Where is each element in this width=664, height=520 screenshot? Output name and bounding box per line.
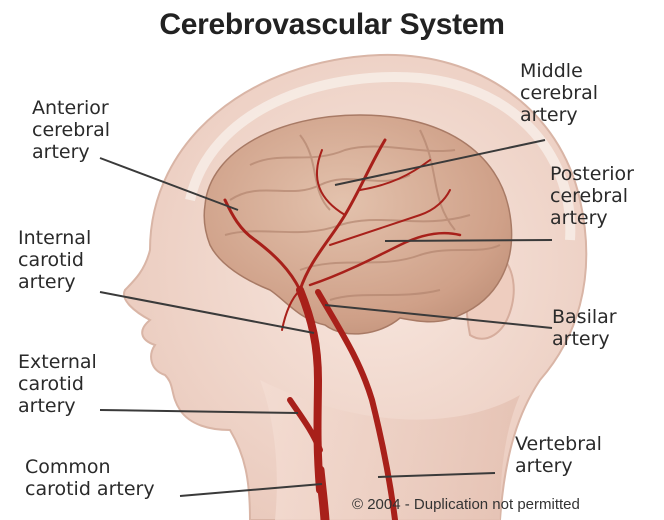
label-middle-cerebral-artery: Middle cerebral artery <box>520 60 598 126</box>
copyright-notice: © 2004 - Duplication not permitted <box>352 496 580 513</box>
label-external-carotid-artery: External carotid artery <box>18 351 97 417</box>
label-basilar-artery: Basilar artery <box>552 306 617 350</box>
label-anterior-cerebral-artery: Anterior cerebral artery <box>32 97 110 163</box>
label-common-carotid-artery: Common carotid artery <box>25 456 155 500</box>
label-internal-carotid-artery: Internal carotid artery <box>18 227 91 293</box>
diagram-title: Cerebrovascular System <box>0 8 664 42</box>
posterior-cerebral-leader <box>385 240 552 241</box>
label-vertebral-artery: Vertebral artery <box>515 433 602 477</box>
common-carotid-vessel <box>320 470 325 520</box>
label-posterior-cerebral-artery: Posterior cerebral artery <box>550 163 634 229</box>
